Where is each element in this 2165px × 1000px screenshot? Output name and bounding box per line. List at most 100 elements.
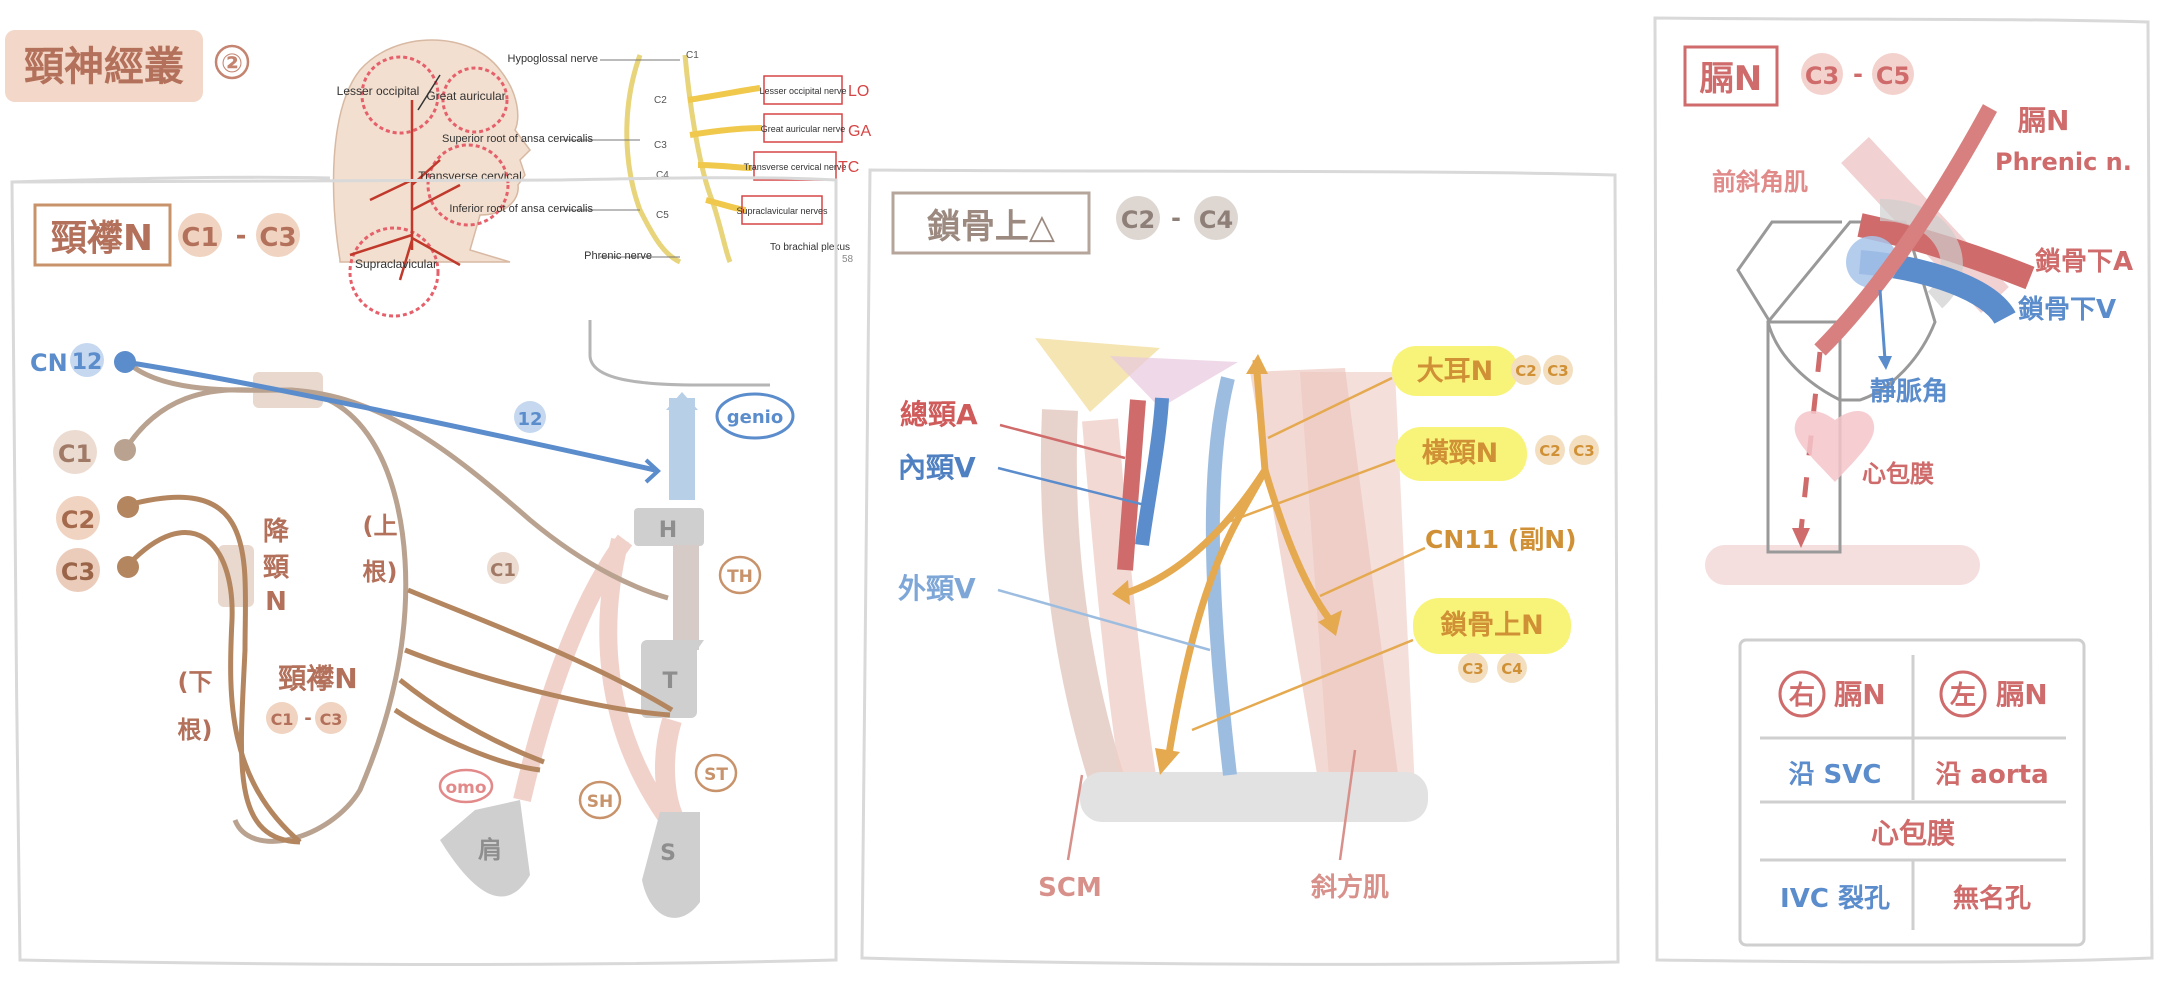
ansa-level-c3-bg (315, 702, 347, 734)
unused (117, 360, 128, 448)
muscle-t: T (662, 669, 677, 694)
leader-supraclavicular (1191, 638, 1414, 732)
sternothyroid-band (655, 717, 685, 825)
label-phrenic-en: Phrenic n. (1995, 148, 2132, 176)
lesser-occipital-region (360, 55, 440, 135)
hl-transverse-cervical (1395, 427, 1527, 481)
level-c1: C1 (686, 50, 699, 61)
ansa-level-c1-bg (266, 702, 298, 734)
table-r1-right: 沿 SVC (1789, 760, 1882, 790)
plexus-branches (687, 85, 763, 213)
leader-ejv (997, 588, 1211, 652)
c1-root-nerve (122, 387, 251, 452)
phrenic-nerve-upper (1814, 104, 1998, 356)
ga-level-c2: C2 (1515, 362, 1536, 380)
badge-sh-circle (578, 780, 622, 820)
ansa-label: 頸襻N (278, 662, 357, 695)
panel1-level-c3: C3 (259, 223, 296, 253)
panel2-level-c4: C4 (1199, 206, 1233, 234)
hypoglossal-nerve (124, 359, 656, 473)
phrenic-arrowhead (1792, 528, 1810, 548)
table-r3-right: IVC 裂孔 (1780, 884, 1890, 914)
label-great-auricular: 大耳N (1417, 356, 1494, 387)
ga-level-c3-bg (1543, 355, 1573, 385)
panel3-title: 膈N (1700, 59, 1762, 99)
panel1-dash: - (236, 221, 247, 251)
diaphragm-shape (1705, 545, 1980, 585)
table-head-left-text: 膈N (1995, 678, 2047, 711)
box-label-transverse: Transverse cervical nerve (744, 162, 847, 172)
cn12-num-bg (70, 343, 104, 377)
box-lesser (763, 75, 843, 105)
root-c3-bg (56, 548, 100, 592)
panel1-level-c1-bg (178, 213, 222, 257)
tc-level-c3: C3 (1573, 442, 1594, 460)
phrenic-anatomy (1705, 104, 2035, 585)
table-frame (1738, 638, 2086, 947)
leader-trapezius (1338, 749, 1357, 861)
c3-root-dot (117, 556, 139, 578)
badge-12-bg (514, 401, 546, 433)
supraclavicular-arrowhead (1155, 748, 1180, 775)
leader-cca (999, 423, 1126, 460)
panel2-level-c2-bg (1116, 196, 1160, 240)
venous-angle-arrowhead (1878, 356, 1892, 370)
title-number-circle (214, 44, 250, 80)
hl-great-auricular (1392, 346, 1518, 396)
level-c2: C2 (654, 95, 667, 106)
left-circle (1939, 670, 1987, 718)
c2-descending (127, 494, 301, 845)
label-phrenic-zh: 膈N (2017, 104, 2069, 137)
hyoid-outline (588, 320, 770, 387)
abbr-ga: GA (848, 123, 871, 140)
root-c3: C3 (61, 558, 95, 586)
tc-level-c2-bg (1535, 435, 1565, 465)
panel3-level-c5-bg (1872, 53, 1914, 95)
label-venous-angle: 靜脈角 (1870, 376, 1948, 407)
label-to-brachial: To brachial plexus (770, 242, 850, 253)
level-c5: C5 (656, 210, 669, 221)
cn12-dot (114, 351, 136, 373)
label-scalene: 前斜角肌 (1712, 168, 1808, 196)
ansa-dash: - (304, 708, 311, 729)
panel2-dash: - (1171, 204, 1181, 232)
head-label-lesser: Lesser occipital (337, 84, 420, 98)
panel3-frame (1653, 16, 2154, 964)
internal-jugular (1135, 397, 1169, 546)
external-jugular (1205, 376, 1237, 776)
lower-root-label-1: (下 (178, 668, 213, 696)
label-hypoglossal: Hypoglossal nerve (508, 53, 599, 65)
hyoid-block (634, 508, 704, 546)
badge-st-circle (694, 753, 738, 793)
panel3-level-c5: C5 (1876, 62, 1910, 90)
panel-phrenic-nerve: 膈N C3 - C5 膈N Phrenic n. 前斜角肌 鎖骨下A 鎖 (1653, 16, 2154, 964)
table-r2: 心包膜 (1871, 817, 1955, 850)
label-internal-jugular: 內頸V (898, 451, 976, 484)
branch-omohyoid-b (393, 707, 541, 773)
c1-root-dot (114, 439, 136, 461)
spine-line (624, 54, 682, 265)
box-label-great: Great auricular nerve (761, 124, 846, 134)
level-c3: C3 (654, 140, 667, 151)
panel2-frame (860, 168, 1620, 966)
muscle-s: S (660, 841, 676, 866)
badge-st: ST (704, 765, 728, 785)
supraclavicular-region (348, 226, 440, 318)
accessory-path (1261, 468, 1333, 623)
leader-scm (1066, 774, 1084, 861)
label-subclavian-v: 鎖骨下V (2018, 294, 2116, 325)
page-title: 頸神經叢 (24, 44, 184, 90)
clavicle-shape (1080, 772, 1428, 822)
cn12-arrowhead (644, 458, 661, 484)
page-number: 58 (842, 254, 854, 265)
c2-root-dot (117, 496, 139, 518)
panel1-level-c3-bg (256, 213, 300, 257)
head-label-supraclavicular: Supraclavicular (355, 257, 437, 271)
ansa-nerves (114, 351, 674, 845)
common-carotid (1117, 399, 1146, 571)
label-trapezius: 斜方肌 (1310, 872, 1389, 903)
badge-omo-circle (438, 768, 494, 804)
leader-accessory (1319, 546, 1426, 598)
tc-level-c2: C2 (1539, 442, 1560, 460)
ansa-level-c1: C1 (271, 710, 294, 729)
